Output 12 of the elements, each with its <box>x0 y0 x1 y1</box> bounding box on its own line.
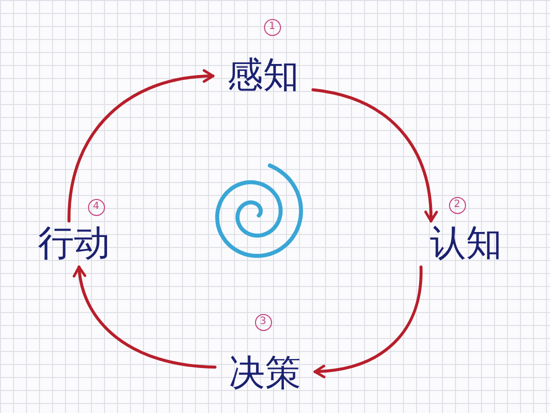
stage-label: 决策 <box>215 351 315 397</box>
stage-label: 认知 <box>416 221 516 267</box>
step-number: 2 <box>448 196 466 214</box>
step-number: 4 <box>88 198 104 216</box>
step-number: 3 <box>254 314 272 330</box>
step-number: 1 <box>264 18 280 36</box>
arrow <box>314 266 422 378</box>
stage-label: 行动 <box>24 221 124 267</box>
arrow <box>68 70 214 222</box>
arrow <box>312 88 438 222</box>
arrow <box>73 266 216 369</box>
stage-label: 感知 <box>213 53 313 99</box>
